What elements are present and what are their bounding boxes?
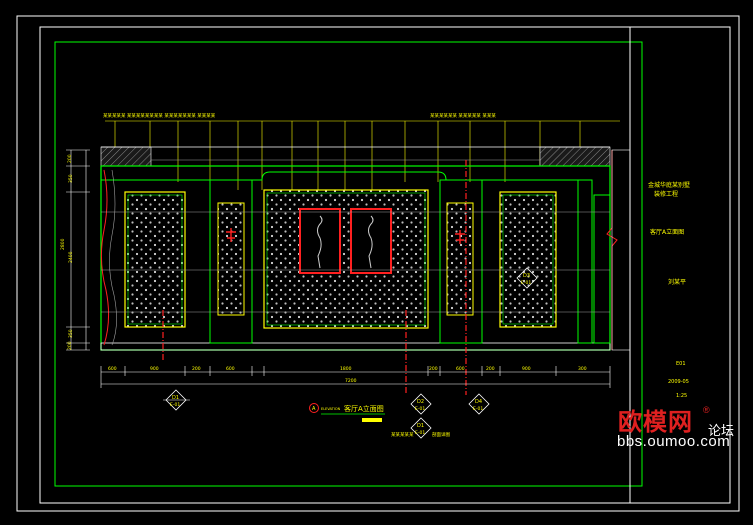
section-marker-4-sheet: E-01: [521, 280, 531, 286]
section-marker-5-id: D1: [417, 423, 424, 429]
panel-center-inner: [266, 192, 426, 326]
bottom-dim-7: 600: [456, 366, 465, 372]
left-dim-total: 2800: [60, 238, 66, 250]
section-marker-4-id: D3: [523, 273, 530, 279]
niche-right: [439, 179, 483, 344]
title-block-project-1: 金城华庭某别墅: [648, 181, 690, 189]
section-marker-2-sheet: E-01: [415, 406, 425, 412]
niche-left-panel: [217, 202, 245, 316]
left-dim-1: 200: [67, 154, 73, 163]
secondary-caption-title: 剖面详图: [432, 431, 450, 438]
ceiling-hatch-right: [539, 146, 611, 167]
section-marker-1-sheet: E-01: [170, 402, 180, 408]
niche-right-ornament: [455, 230, 465, 244]
main-caption: A ELEVATION 客厅A立面图: [309, 403, 385, 422]
left-dim-5: 200: [67, 341, 73, 350]
section-cut-lines: [162, 160, 467, 395]
upper-cornice: [101, 171, 578, 181]
title-block-date: 2009-05: [668, 379, 689, 385]
bottom-dim-10: 300: [578, 366, 587, 372]
secondary-caption-prefix: 某某某某某: [391, 432, 414, 438]
floor-baseline: [100, 342, 611, 351]
watermark-registered: ®: [703, 405, 710, 415]
panel-left-inner: [127, 194, 183, 325]
art-frame-right: [350, 208, 392, 274]
main-caption-letter: A: [312, 406, 316, 412]
niche-left-ornament: [226, 228, 236, 242]
title-block-scale: 1:25: [676, 393, 687, 399]
bottom-dim-4: 600: [226, 366, 235, 372]
art-figure-left: [317, 215, 323, 269]
section-marker-5[interactable]: D1 E-01: [410, 417, 432, 439]
watermark-logo: 欧模网: [618, 409, 693, 436]
right-column: [577, 179, 593, 344]
niche-left: [209, 179, 253, 344]
right-wall-section: [611, 149, 631, 351]
left-dim-3: 2400: [68, 251, 74, 263]
bottom-dim-total: 7200: [345, 378, 357, 384]
bottom-dim-3: 200: [192, 366, 201, 372]
art-figure-right: [368, 215, 374, 269]
ceiling-hatch-left: [100, 146, 152, 167]
section-marker-2[interactable]: D2 E-01: [410, 393, 432, 415]
watermark-forum: 论坛: [708, 423, 735, 438]
annotation-text-left: 某某某某某 某某某某某某某某 某某某某某某某 某某某某: [103, 113, 216, 119]
panel-left: [124, 191, 186, 328]
niche-right-panel: [446, 202, 474, 316]
outer-frame: [16, 15, 740, 512]
panel-center: [263, 189, 429, 329]
left-dim-4: 350: [68, 329, 74, 338]
title-block-sheet-title: 客厅A立面图: [650, 228, 684, 236]
inner-frame: [39, 26, 731, 504]
right-column-2: [593, 194, 611, 344]
bottom-dim-1: 600: [108, 366, 117, 372]
curtain-left-2: [109, 169, 117, 346]
section-marker-3-sheet: E-01: [473, 406, 483, 412]
title-block-drawn-by: 刘某平: [668, 278, 686, 286]
secondary-caption: 某某某某某 剖面详图: [391, 431, 450, 438]
section-marker-4[interactable]: D3 E-01: [516, 267, 538, 289]
section-marker-5-sheet: E-01: [415, 430, 425, 436]
bottom-dim-6: 200: [429, 366, 438, 372]
left-dimension-chain: [66, 149, 90, 351]
section-marker-3[interactable]: D4 E-01: [468, 393, 490, 415]
curtain-left: [100, 169, 110, 346]
art-frame-left: [299, 208, 341, 274]
watermark-url[interactable]: bbs.oumoo.com: [617, 433, 731, 450]
title-block-sheet-no: E01: [676, 361, 686, 367]
panel-right: [499, 191, 557, 328]
bottom-dimension-chain: [100, 366, 611, 388]
title-block-project-2: 装修工程: [654, 190, 678, 198]
section-marker-3-id: D4: [475, 399, 482, 405]
left-dim-2: 350: [68, 174, 74, 183]
main-caption-prefix: ELEVATION: [321, 407, 341, 411]
annotation-text-right: 某某某某某某 某某某某某 某某某: [430, 113, 496, 119]
section-marker-1-id: D1: [172, 395, 179, 401]
bottom-dim-5: 1800: [340, 366, 352, 372]
section-marker-1[interactable]: D1 E-01: [163, 389, 190, 411]
bottom-dim-2: 900: [150, 366, 159, 372]
main-caption-title: 客厅A立面图: [344, 404, 384, 413]
bottom-dim-8: 200: [486, 366, 495, 372]
section-marker-2-id: D2: [417, 399, 424, 405]
panel-right-inner: [502, 194, 554, 325]
border-green-frame: [54, 41, 643, 487]
bottom-dim-9: 900: [522, 366, 531, 372]
